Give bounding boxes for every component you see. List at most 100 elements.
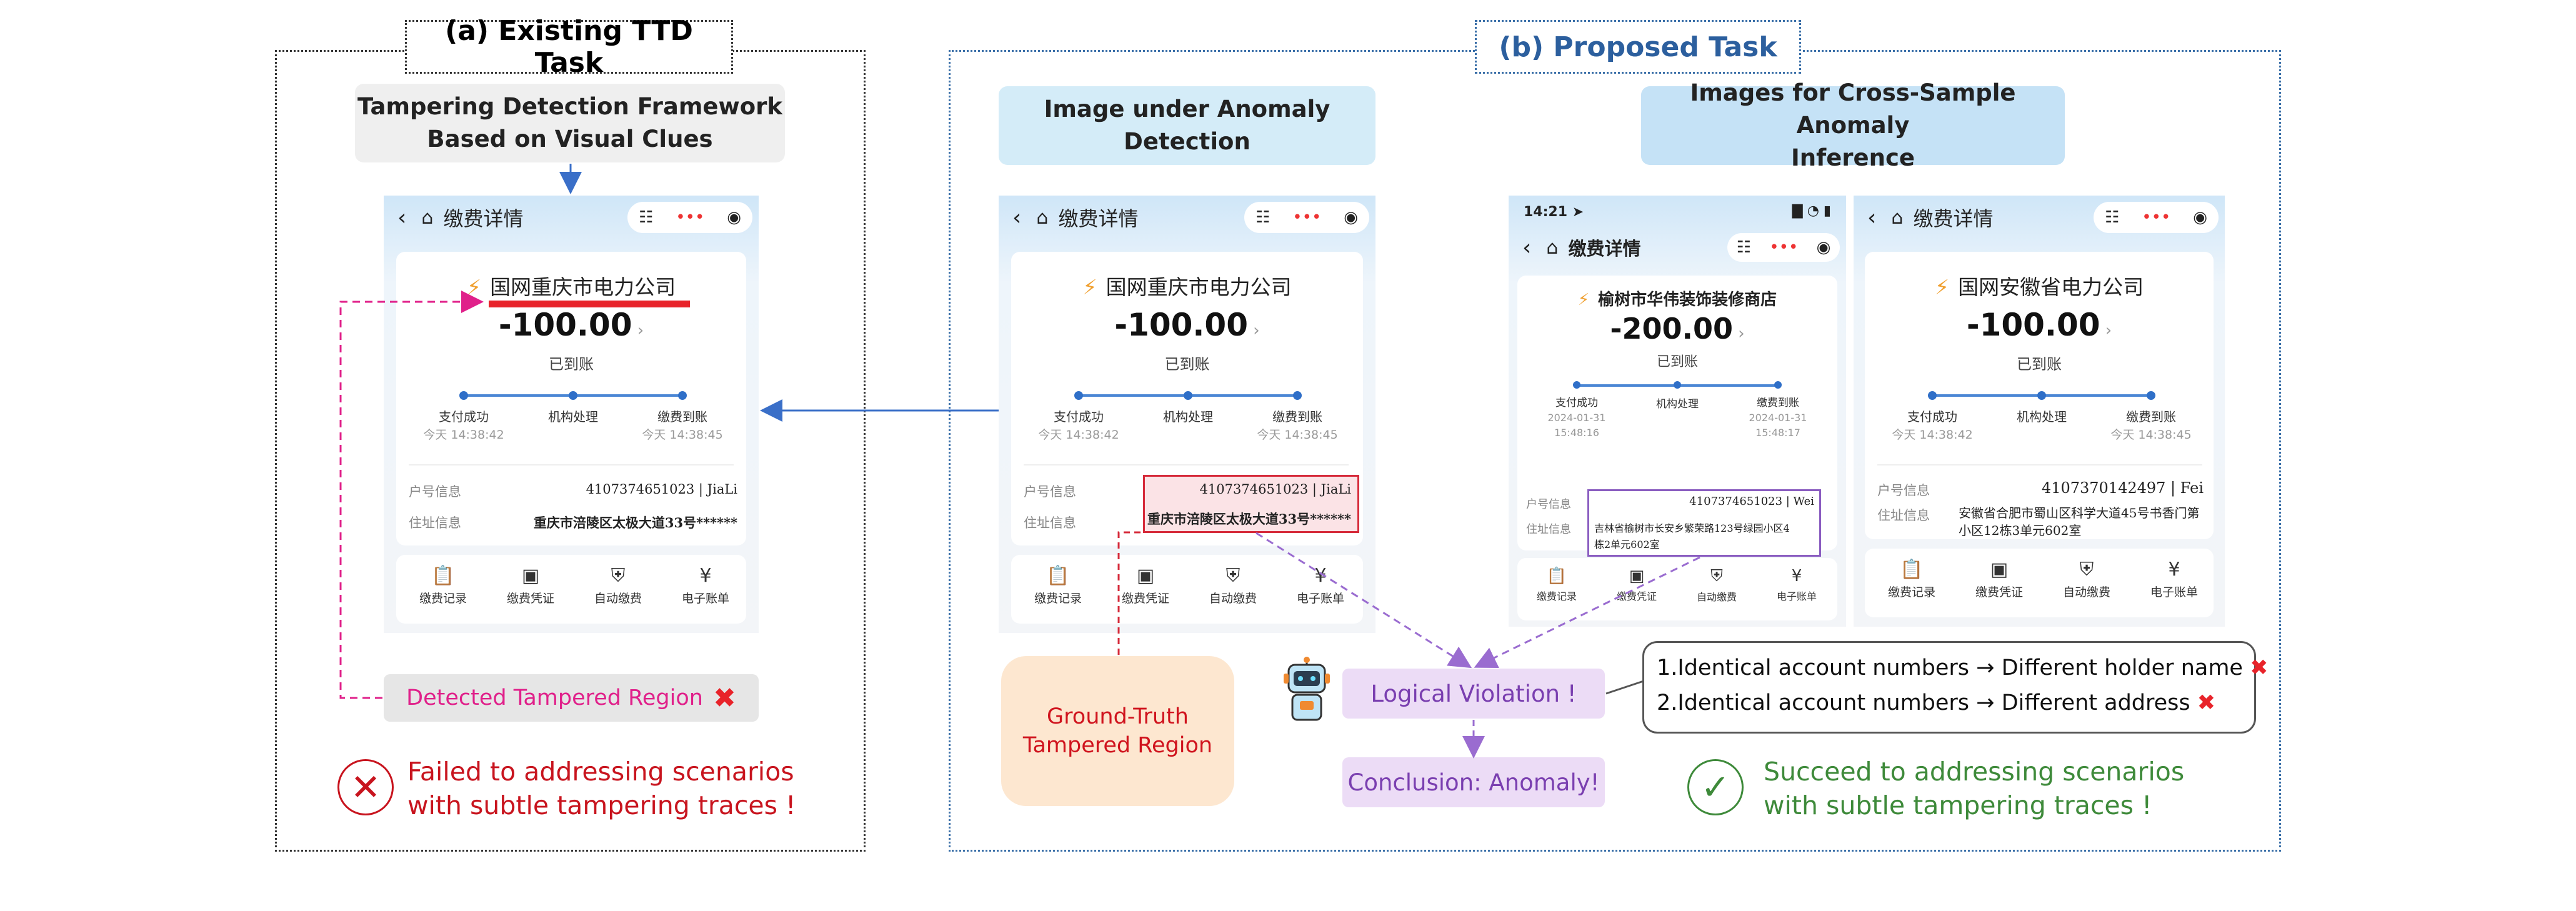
receipt-d-card: ⚡国网安徽省电力公司 -100.00 › 已到账 支付成功今天 14:38:42… bbox=[1865, 252, 2214, 539]
home-icon: ⌂ bbox=[421, 206, 434, 229]
address-key: 住址信息 bbox=[409, 515, 461, 530]
step-date: 2024-01-31 bbox=[1547, 412, 1606, 424]
account-value: 4107374651023 | JiaLi bbox=[586, 482, 737, 497]
records-icon: 📋 bbox=[1900, 559, 1924, 580]
scan-icon: ☷ bbox=[1736, 238, 1751, 257]
step-time: 今天 14:38:42 bbox=[1038, 428, 1119, 442]
address-value: 重庆市涪陵区太极大道33号****** bbox=[533, 515, 737, 530]
outcome-line: with subtle tampering traces ! bbox=[1764, 790, 2152, 820]
receipt-b: ‹ ⌂ 缴费详情 ☷•••◉ ⚡国网重庆市电力公司 -100.00 › 已到账 … bbox=[999, 196, 1375, 633]
receipt-a-card: ⚡国网重庆市电力公司 -100.00 › 已到账 支付成功今天 14:38:42… bbox=[396, 252, 746, 545]
more-icon: ••• bbox=[2142, 208, 2171, 227]
status: 已到账 bbox=[549, 356, 594, 373]
tamper-underline bbox=[489, 301, 690, 307]
step-time: 今天 14:38:42 bbox=[423, 428, 504, 442]
outcome-line: Succeed to addressing scenarios bbox=[1764, 757, 2185, 787]
address-line: 安徽省合肥市蜀山区科学大道45号书香门第 bbox=[1959, 505, 2200, 520]
anomaly-header-line: Image under Anomaly bbox=[1044, 96, 1330, 122]
more-icon: ••• bbox=[676, 208, 705, 227]
progress-dot bbox=[678, 391, 687, 400]
progress-dot bbox=[2037, 391, 2046, 400]
receipt-d-nav: ‹ ⌂ 缴费详情 ☷•••◉ bbox=[1854, 196, 2225, 239]
receipt-c: 14:21 ➤ ▇ ◔ ▮ ‹ ⌂ 缴费详情 ☷•••◉ ⚡榆树市华伟装饰装修商… bbox=[1509, 196, 1846, 627]
reason-line-1: 1.Identical account numbers → Different … bbox=[1657, 655, 2269, 680]
scan-icon: ☷ bbox=[638, 208, 654, 227]
status: 已到账 bbox=[1164, 356, 1210, 373]
account-key: 户号信息 bbox=[1877, 483, 1930, 498]
back-icon: ‹ bbox=[397, 204, 407, 231]
bolt-icon: ⚡ bbox=[1577, 291, 1590, 309]
nav-title: 缴费详情 bbox=[1568, 238, 1641, 259]
bill-icon: ¥ bbox=[2168, 559, 2180, 580]
step-time: 今天 14:38:42 bbox=[1892, 428, 1973, 442]
robot-icon-svg bbox=[1284, 657, 1330, 721]
nav-bill: ¥电子账单 bbox=[1286, 565, 1355, 606]
divider bbox=[1877, 464, 2202, 465]
address-key: 住址信息 bbox=[1877, 508, 1930, 523]
more-icon: ••• bbox=[1769, 238, 1799, 257]
amount: -100.00 › bbox=[1011, 307, 1363, 343]
nav-title: 缴费详情 bbox=[443, 207, 524, 231]
step-label: 支付成功 bbox=[1907, 409, 1957, 424]
outcome-line: Failed to addressing scenarios bbox=[407, 757, 794, 787]
panel-b-title: (b) Proposed Task bbox=[1475, 20, 1801, 74]
receipt-a-bottom-nav: 📋缴费记录 ▣缴费凭证 ⛨自动缴费 ¥电子账单 bbox=[396, 555, 746, 624]
status-icons: ▇ ◔ ▮ bbox=[1792, 203, 1831, 219]
status-bar: 14:21 ➤ bbox=[1524, 204, 1584, 220]
logical-violation-label: Logical Violation ! bbox=[1342, 669, 1605, 719]
address-line: 小区12栋3单元602室 bbox=[1959, 523, 2082, 538]
amount: -200.00 › bbox=[1517, 312, 1837, 346]
failed-icon: ✕ bbox=[337, 759, 394, 815]
address-key: 住址信息 bbox=[1024, 515, 1076, 530]
step-label: 支付成功 bbox=[439, 409, 489, 424]
scan-icon: ☷ bbox=[1255, 208, 1271, 227]
voucher-icon: ▣ bbox=[1136, 565, 1155, 587]
target-icon: ◉ bbox=[727, 208, 741, 227]
progress-dot bbox=[569, 391, 577, 400]
detected-label-text: Detected Tampered Region bbox=[406, 685, 703, 710]
step-paid: 支付成功今天 14:38:42 bbox=[1019, 408, 1138, 444]
nav-bill: ¥电子账单 bbox=[671, 565, 740, 606]
voucher-icon: ▣ bbox=[521, 565, 540, 587]
nav-title: 缴费详情 bbox=[1058, 207, 1139, 231]
target-icon: ◉ bbox=[1344, 208, 1358, 227]
step-processing: 机构处理 bbox=[514, 408, 632, 426]
scan-icon: ☷ bbox=[2104, 208, 2120, 227]
step-time: 今天 14:38:45 bbox=[1257, 428, 1338, 442]
step-processing: 机构处理 bbox=[1982, 408, 2101, 426]
home-icon: ⌂ bbox=[1036, 206, 1049, 229]
back-icon: ‹ bbox=[1012, 204, 1022, 231]
clock-text: 14:21 bbox=[1524, 204, 1568, 220]
records-icon: 📋 bbox=[1046, 565, 1070, 587]
amount-text: -100.00 bbox=[498, 307, 632, 343]
nav-auto: ⛨自动缴费 bbox=[2052, 559, 2121, 600]
company-name: ⚡国网重庆市电力公司 bbox=[396, 271, 746, 301]
conclusion-label: Conclusion: Anomaly! bbox=[1342, 757, 1605, 807]
outcome-line: with subtle tampering traces ! bbox=[407, 790, 796, 820]
shield-icon: ⛨ bbox=[1226, 565, 1241, 587]
nav-buttons: ☷ ••• ◉ bbox=[627, 202, 752, 233]
status: 已到账 bbox=[2017, 356, 2062, 373]
step-label: 支付成功 bbox=[1555, 397, 1598, 409]
nav-records: 📋缴费记录 bbox=[1877, 559, 1946, 600]
chevron-icon: › bbox=[2100, 321, 2112, 340]
account-value: 4107374651023 | JiaLi bbox=[1199, 482, 1351, 497]
bolt-icon: ⚡ bbox=[1082, 275, 1097, 299]
bill-icon: ¥ bbox=[1791, 567, 1802, 585]
account-key: 户号信息 bbox=[1526, 498, 1571, 511]
ground-truth-line: Ground-Truth bbox=[1047, 704, 1189, 729]
progress-dot bbox=[1774, 381, 1782, 389]
amount-text: -200.00 bbox=[1610, 312, 1733, 346]
panel-a-title: (a) Existing TTD Task bbox=[405, 15, 733, 79]
cross-icon: ✖ bbox=[2197, 690, 2216, 715]
nav-title: 缴费详情 bbox=[1913, 207, 1994, 231]
step-processing: 机构处理 bbox=[1618, 396, 1737, 413]
home-icon: ⌂ bbox=[1891, 206, 1904, 229]
status: 已到账 bbox=[1656, 354, 1698, 370]
cross-header-line: Images for Cross-Sample Anomaly bbox=[1690, 79, 2016, 139]
nav-records: 📋缴费记录 bbox=[409, 565, 477, 606]
account-value: 4107370142497 | Fei bbox=[2041, 479, 2204, 497]
